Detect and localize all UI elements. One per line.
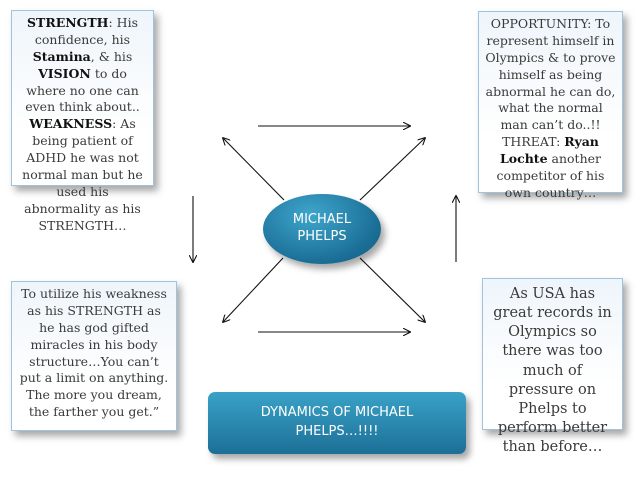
strength-text-3: to do where no one can even think about.…: [25, 65, 140, 115]
strength-text-2: , & his: [90, 48, 133, 64]
arrow-hub-to-bottomleft: [223, 257, 284, 322]
opportunity-text: OPPORTUNITY: To represent himself in Oly…: [485, 16, 616, 133]
arrow-hub-to-bottomright: [359, 257, 425, 322]
arrow-hub-to-topright: [359, 138, 425, 201]
hub-line-1: MICHAEL: [292, 212, 352, 228]
weakness-text: : As being patient of ADHD he was not no…: [22, 116, 143, 233]
banner-line-1: DYNAMICS OF MICHAEL: [260, 405, 414, 421]
ryan-lochte-keyword: Ryan Lochte: [499, 134, 599, 166]
michael-phelps-hub: MICHAEL PHELPS: [263, 194, 381, 264]
arrow-hub-to-topleft: [223, 138, 285, 201]
dynamics-banner: DYNAMICS OF MICHAEL PHELPS…!!!!: [208, 392, 466, 454]
pressure-text: As USA has great records in Olympics so …: [493, 286, 612, 455]
strength-label: STRENGTH: [27, 15, 109, 30]
threat-text: another competitor of his own country…: [496, 151, 605, 200]
banner-line-2: PHELPS…!!!!: [295, 424, 379, 439]
opportunity-threat-box: OPPORTUNITY: To represent himself in Oly…: [478, 11, 623, 200]
weakness-as-strength-text: To utilize his weakness as his STRENGTH …: [19, 286, 169, 420]
strength-box: STRENGTH: His confidence, his Stamina, &…: [11, 10, 154, 233]
hub-line-2: PHELPS: [297, 229, 347, 244]
strength-text-1: : His confidence, his: [34, 15, 138, 47]
pressure-box: As USA has great records in Olympics so …: [482, 278, 623, 455]
stamina-keyword: Stamina: [32, 48, 91, 64]
weakness-as-strength-box: To utilize his weakness as his STRENGTH …: [11, 281, 177, 431]
weakness-label: WEAKNESS: [29, 116, 113, 132]
vision-keyword: VISION: [38, 65, 91, 81]
threat-prefix: THREAT:: [502, 134, 565, 150]
